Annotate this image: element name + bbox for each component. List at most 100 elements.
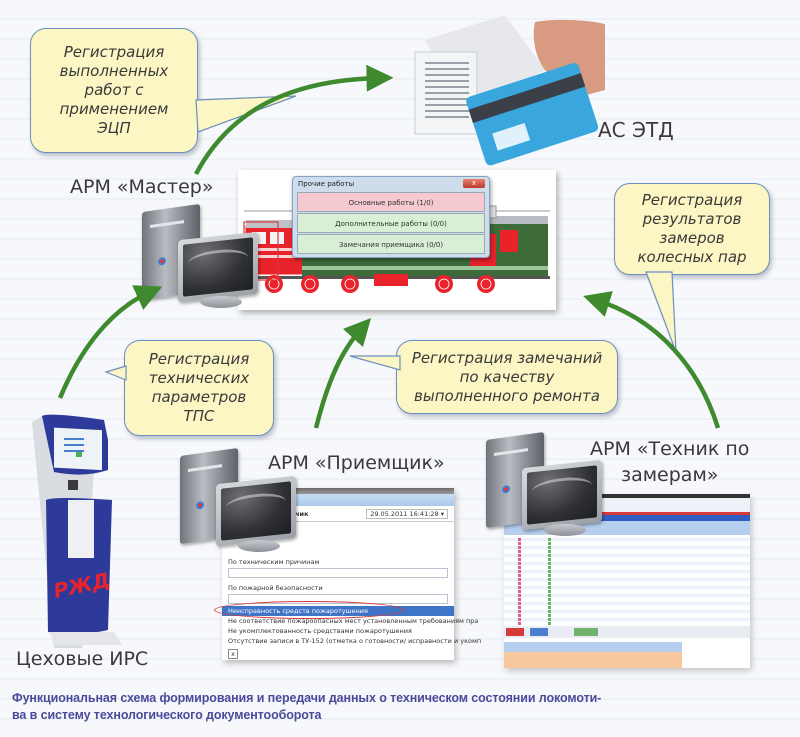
callout-line: Регистрация [148,350,250,368]
table-row [504,590,750,594]
dialog-close-button[interactable]: x [463,179,485,188]
table-row [504,598,750,602]
technical-reasons-field[interactable] [228,568,448,578]
row-status-icon [548,618,551,621]
row-status-icon [548,562,551,565]
row-status-icon [548,610,551,613]
row-flag-icon [518,570,521,573]
row-status-icon [548,590,551,593]
node-arm-master: АРМ «Мастер» [70,176,214,198]
option-item[interactable]: Отсутствие записи в ТУ-152 (отметка о го… [228,637,482,645]
row-status-icon [548,582,551,585]
master-screenshot: Прочие работы x Основные работы (1/0) До… [238,170,556,310]
row-flag-icon [518,542,521,545]
callout-line: колесных пар [637,248,747,266]
row-status-icon [548,594,551,597]
node-as-etd: АС ЭТД [598,118,674,142]
callout-technical-parameters: Регистрация технических параметров ТПС [124,340,274,436]
table-row [504,558,750,562]
callout-line: ТПС [183,407,215,425]
row-flag-icon [518,554,521,557]
caption-line-1: Функциональная схема формирования и пере… [12,691,602,705]
figure-caption: Функциональная схема формирования и пере… [12,690,792,724]
row-flag-icon [518,594,521,597]
row-status-icon [548,558,551,561]
row-status-icon [548,550,551,553]
main-works-button[interactable]: Основные работы (1/0) [297,192,485,212]
receiver-remarks-button[interactable]: Замечания приемщика (0/0) [297,234,485,254]
table-row [504,538,750,542]
row-flag-icon [518,562,521,565]
table-row [504,622,750,626]
table-row [504,542,750,546]
node-arm-receiver: АРМ «Приемщик» [268,452,445,474]
callout-line: результатов [642,210,742,228]
table-row [504,546,750,550]
table-row [504,606,750,610]
table-row [504,554,750,558]
callout-line: по качеству [459,367,555,386]
dialog-title: Прочие работы [298,180,355,188]
callout-line: ЭЦП [97,119,131,137]
date-picker[interactable]: 29.05.2011 16:41:28 ▾ [366,509,448,519]
fire-safety-label: По пожарной безопасности [228,584,323,592]
computer-icon-master [142,203,262,318]
row-status-icon [548,574,551,577]
node-arm-technician-line1: АРМ «Техник по [590,438,750,460]
callout-line: технических [148,369,250,387]
table-row [504,586,750,590]
option-item[interactable]: Не соответствие пожароопасных мест устан… [228,617,479,625]
row-flag-icon [518,610,521,613]
computer-icon-technician [486,431,606,546]
table-row [504,582,750,586]
callout-line: Регистрация [63,43,165,61]
caption-line-2: ва в систему технологического документоо… [12,708,322,722]
table-row [504,610,750,614]
row-flag-icon [518,546,521,549]
highlight-oval [214,601,404,619]
row-status-icon [548,598,551,601]
technical-reasons-label: По техническим причинам [228,558,320,566]
row-flag-icon [518,558,521,561]
smart-card-icon [466,63,599,166]
row-flag-icon [518,602,521,605]
row-flag-icon [518,538,521,541]
table-row [504,562,750,566]
receiver-screenshot: Ухоприемчик 29.05.2011 16:41:28 ▾ По тех… [214,488,482,660]
document-sheets-icon [414,15,545,135]
row-flag-icon [518,606,521,609]
shop-kiosk-illustration: РЖД [24,400,124,648]
row-flag-icon [518,582,521,585]
row-flag-icon [518,566,521,569]
close-icon[interactable]: x [228,649,238,659]
row-status-icon [548,602,551,605]
row-flag-icon [518,578,521,581]
callout-line: Регистрация замечаний [411,348,603,367]
node-arm-technician: АРМ «Техник по замерам» [590,436,749,488]
row-status-icon [548,578,551,581]
table-row [504,602,750,606]
row-flag-icon [518,574,521,577]
as-etd-illustration [395,10,645,166]
callout-line: работ с [84,81,144,99]
row-status-icon [548,570,551,573]
table-row [504,570,750,574]
table-row [504,566,750,570]
row-status-icon [548,538,551,541]
option-item[interactable]: Не укомплектованность средствами пожарот… [228,627,412,635]
additional-works-button[interactable]: Дополнительные работы (0/0) [297,213,485,233]
callout-wheel-measurements: Регистрация результатов замеров колесных… [614,183,770,275]
table-row [504,574,750,578]
row-flag-icon [518,622,521,625]
row-flag-icon [518,614,521,617]
row-flag-icon [518,550,521,553]
row-status-icon [548,606,551,609]
row-flag-icon [518,618,521,621]
callout-line: применением [59,100,169,118]
callout-line: выполненных [59,62,169,80]
row-status-icon [548,586,551,589]
table-row [504,614,750,618]
row-flag-icon [518,590,521,593]
callout-quality-remarks: Регистрация замечаний по качеству выполн… [396,340,618,414]
row-status-icon [548,546,551,549]
